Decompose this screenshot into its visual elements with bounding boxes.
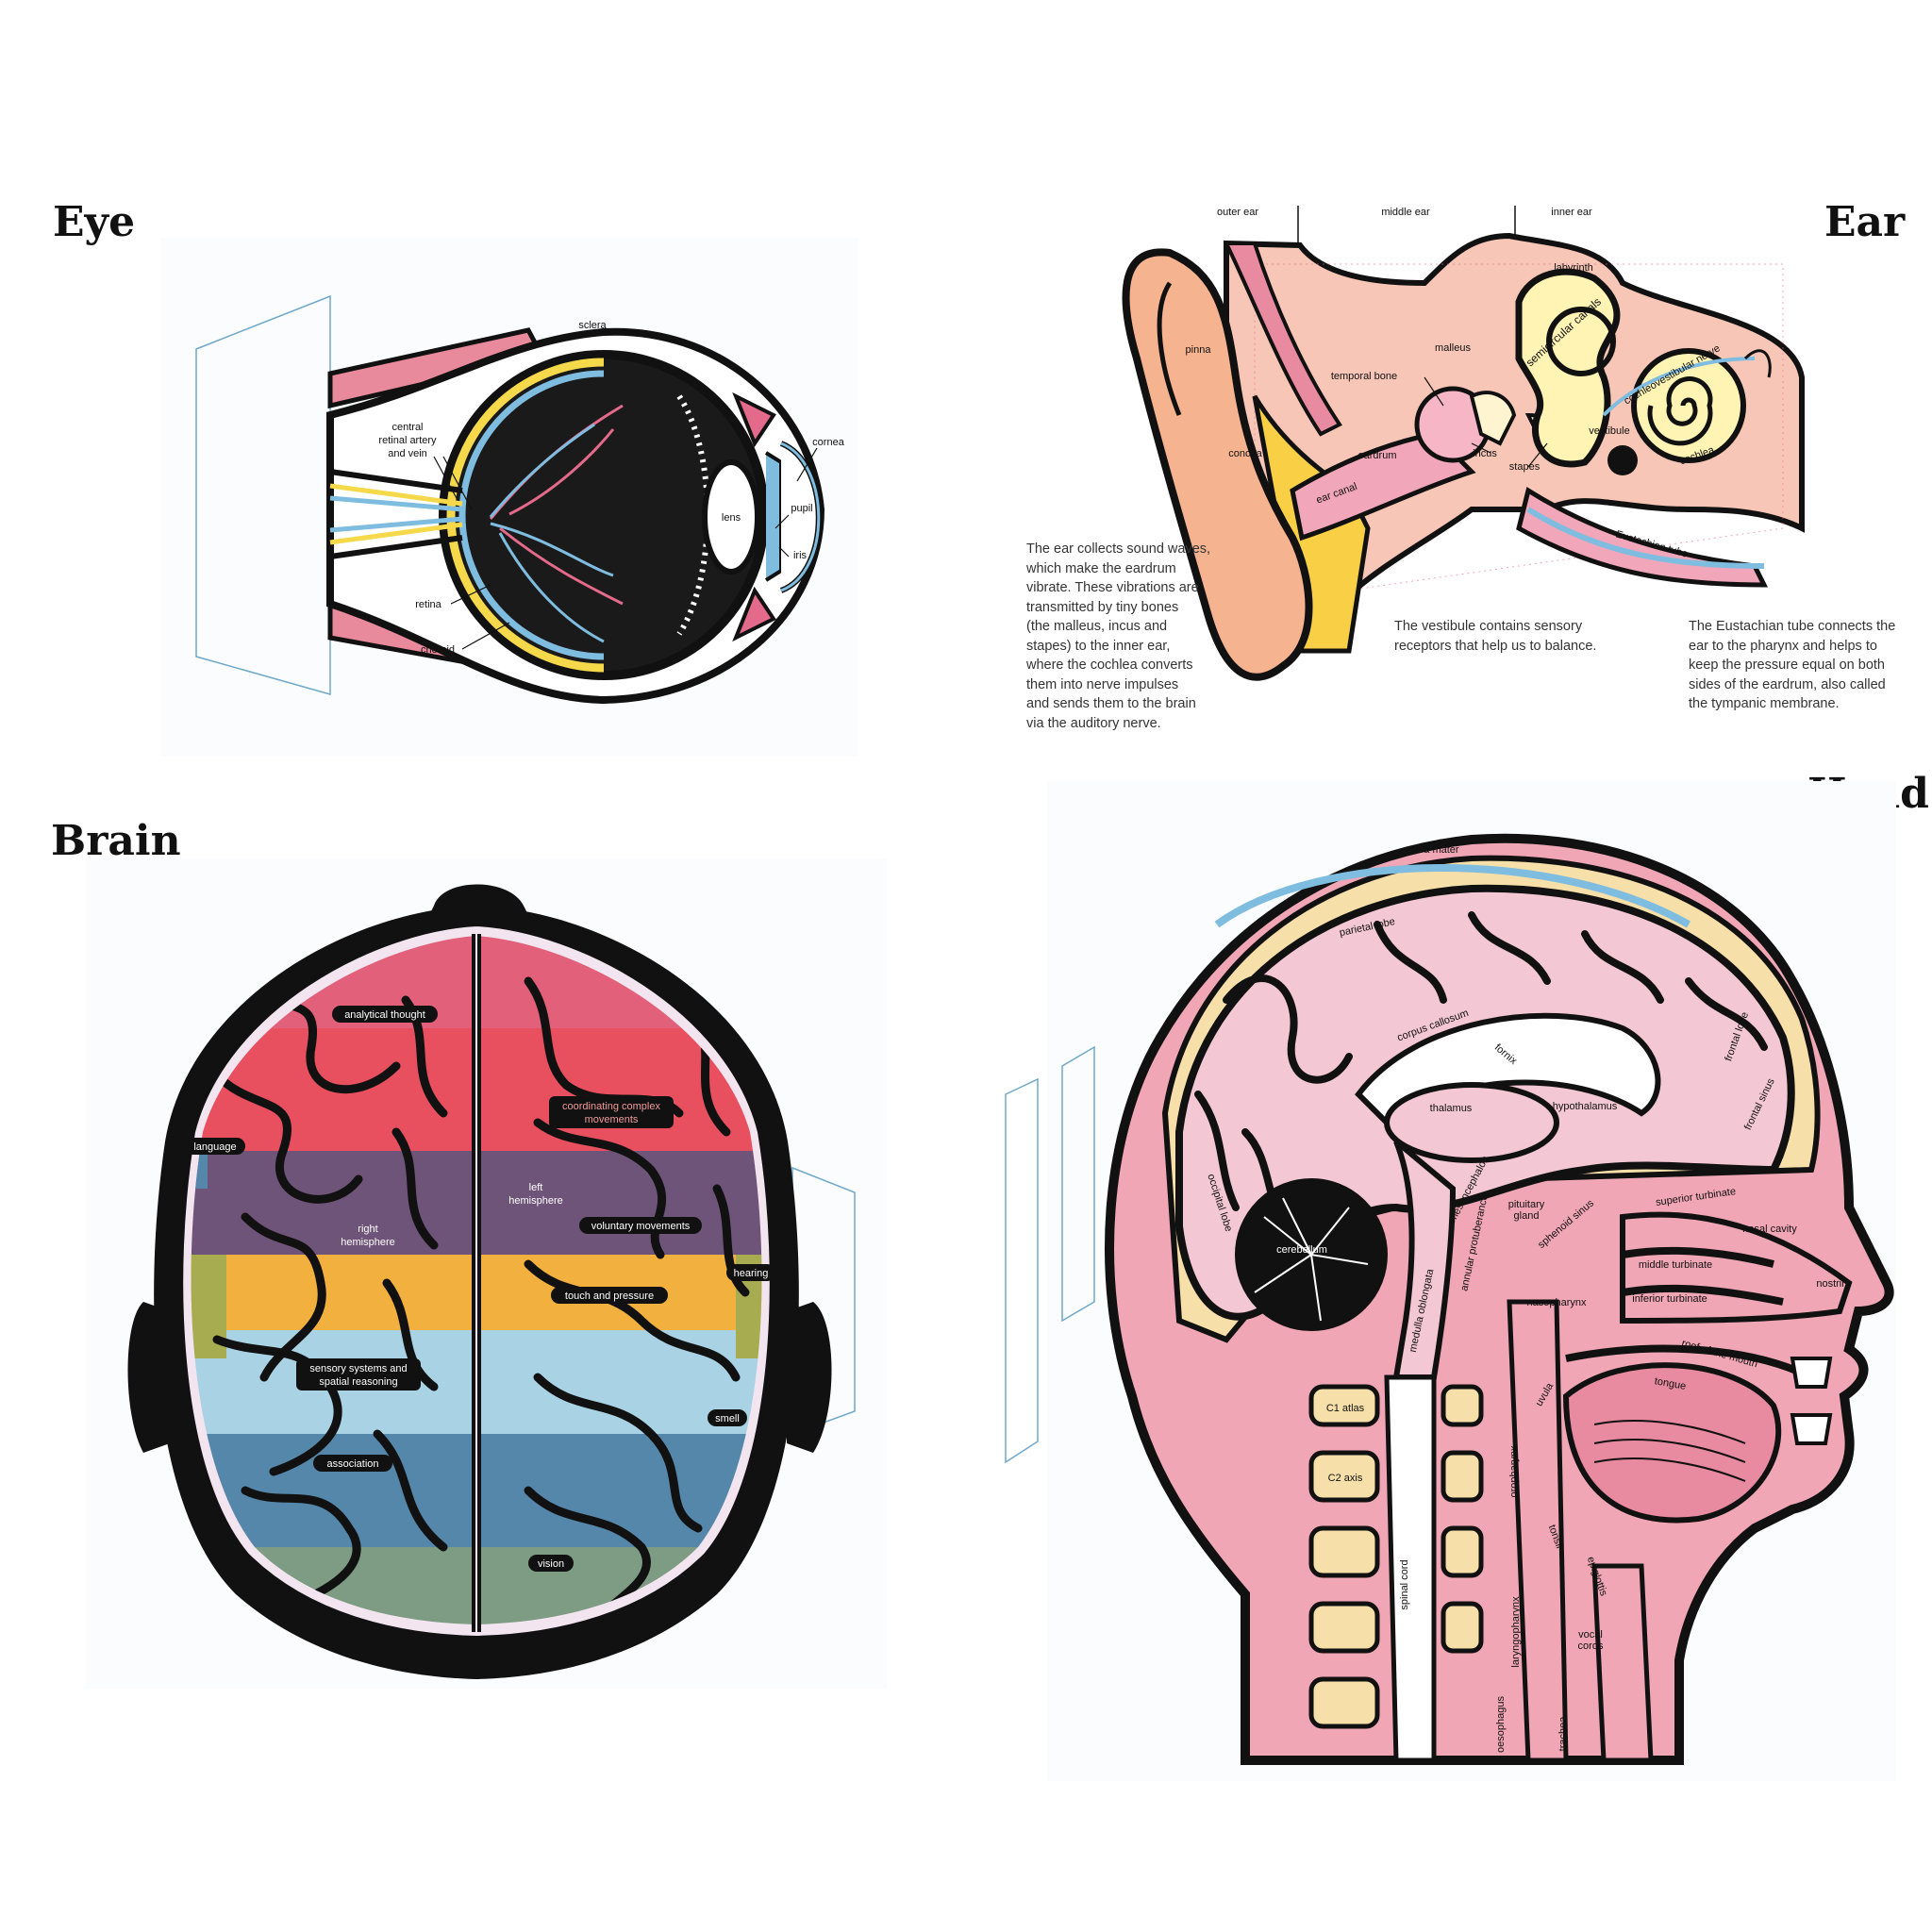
brain-label-left-1: left — [529, 1182, 543, 1193]
head-label-middle-turbinate: middle turbinate — [1639, 1259, 1712, 1271]
ear-paragraph-eustachian: The Eustachian tube connects the ear to … — [1689, 619, 1896, 711]
head-label-dura: dura mater — [1408, 844, 1459, 856]
brain-label-left-2: hemisphere — [508, 1195, 562, 1207]
eye-label-pupil: pupil — [791, 503, 812, 514]
eye-label-cornea: cornea — [812, 437, 845, 448]
ear-label-concha: concha — [1228, 448, 1262, 459]
head-label-spinal: spinal cord — [1399, 1559, 1410, 1609]
head-label-laryngopharynx: laryngopharynx — [1510, 1596, 1522, 1668]
head-label-thalamus: thalamus — [1430, 1103, 1473, 1114]
eye-title: Eye — [53, 198, 136, 246]
brain-label-hearing: hearing — [734, 1268, 769, 1279]
brain-label-sensory-2: spatial reasoning — [319, 1376, 397, 1388]
ear-title: Ear — [1824, 198, 1906, 246]
brain-label-vision: vision — [538, 1558, 564, 1570]
ear-label-incus: incus — [1473, 448, 1497, 459]
eye-label-artery-1: central — [391, 422, 423, 433]
head-label-vocal-2: cords — [1578, 1641, 1604, 1652]
head-label-oesophagus: oesophagus — [1495, 1696, 1507, 1753]
ear-paragraph-collect: The ear collects sound waves, which make… — [1026, 541, 1211, 731]
head-label-nasopharynx: nasopharynx — [1527, 1297, 1587, 1308]
ear-label-temporal-bone: temporal bone — [1331, 371, 1397, 382]
head-label-tongue: tongue — [1654, 1375, 1687, 1392]
brain-label-coordinating-1: coordinating complex — [562, 1101, 660, 1112]
eye-label-artery-3: and vein — [388, 448, 427, 459]
brain-label-language: language — [193, 1141, 236, 1153]
brain-title: Brain — [51, 817, 181, 865]
brain-label-analytical: analytical thought — [344, 1009, 425, 1021]
ear-section-inner: inner ear — [1551, 207, 1592, 218]
head-label-hypothalamus: hypothalamus — [1553, 1101, 1618, 1112]
ear-label-pinna: pinna — [1186, 344, 1212, 356]
eye-label-artery-2: retinal artery — [378, 435, 437, 446]
brain-label-voluntary: voluntary movements — [591, 1221, 691, 1232]
ear-label-eardrum: eardrum — [1358, 450, 1397, 461]
eye-label-sclera: sclera — [578, 320, 607, 331]
eye-label-lens: lens — [722, 512, 741, 524]
brain-label-right-1: right — [358, 1224, 377, 1235]
head-label-trachea: trachea — [1557, 1716, 1569, 1752]
ear-section-outer: outer ear — [1217, 207, 1258, 218]
head-label-pituitary-2: gland — [1514, 1210, 1540, 1222]
ear-label-stapes: stapes — [1509, 461, 1541, 473]
head-label-vocal-1: vocal — [1578, 1629, 1603, 1641]
eye-label-choroid: choroid — [421, 644, 455, 656]
brain-label-touch: touch and pressure — [565, 1291, 654, 1302]
head-label-c2: C2 axis — [1328, 1473, 1363, 1484]
brain-label-association: association — [326, 1458, 378, 1470]
head-label-pituitary-1: pituitary — [1508, 1199, 1545, 1210]
ear-paragraph-vestibule: The vestibule contains sensory receptors… — [1394, 619, 1597, 654]
head-label-c1: C1 atlas — [1326, 1403, 1365, 1414]
ear-section-middle: middle ear — [1381, 207, 1430, 218]
brain-label-sensory-1: sensory systems and — [309, 1363, 407, 1374]
head-label-nasal: nasal cavity — [1742, 1224, 1797, 1235]
head-label-nostril: nostril — [1816, 1278, 1843, 1290]
eye-label-retina: retina — [415, 599, 441, 610]
eye-label-iris: iris — [793, 550, 808, 561]
brain-label-smell: smell — [715, 1413, 740, 1424]
brain-label-coordinating-2: movements — [585, 1114, 639, 1125]
brain-label-right-2: hemisphere — [341, 1237, 394, 1248]
ear-label-vestibule: vestibule — [1589, 425, 1629, 437]
head-label-cerebellum: cerebellum — [1276, 1244, 1327, 1256]
head-label-oropharynx: oropharynx — [1508, 1445, 1520, 1498]
ear-label-malleus: malleus — [1435, 342, 1471, 354]
ear-label-labyrinth: labyrinth — [1554, 262, 1593, 274]
head-label-inferior: inferior turbinate — [1632, 1293, 1707, 1305]
